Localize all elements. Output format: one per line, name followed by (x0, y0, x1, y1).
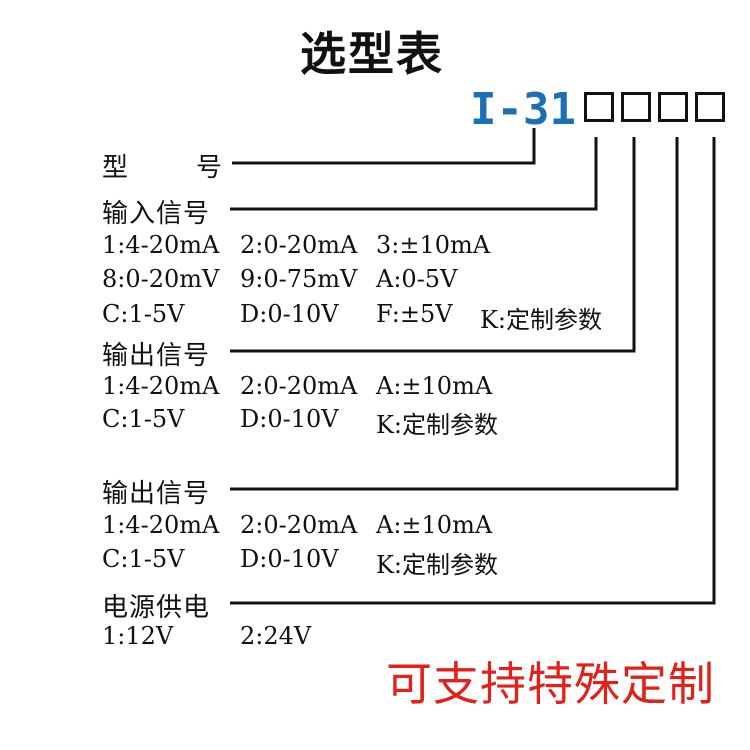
leader-line-output-1 (230, 137, 636, 353)
input-option: D:0-10V (240, 300, 339, 328)
output-signal-1-label: 输出信号 (102, 341, 211, 371)
input-option: C:1-5V (102, 300, 185, 328)
output-2-option: D:0-10V (240, 545, 339, 573)
input-option: A:0-5V (376, 265, 458, 293)
output-2-option: 1:4-20mA (102, 511, 220, 539)
input-option: 8:0-20mV (102, 265, 220, 293)
input-option: F:±5V (376, 300, 453, 328)
option-box-output-2 (658, 92, 688, 122)
page-title: 选型表 (300, 27, 444, 81)
input-signal-label: 输入信号 (102, 199, 211, 229)
output-2-option: A:±10mA (376, 511, 493, 539)
input-option: 1:4-20mA (102, 231, 220, 259)
model-label-char-2: 号 (196, 153, 224, 183)
model-label-char-1: 型 (102, 153, 130, 183)
input-option: 2:0-20mA (240, 231, 358, 259)
output-2-option: K:定制参数 (376, 551, 499, 579)
input-option: 9:0-75mV (240, 265, 358, 293)
output-1-option: 1:4-20mA (102, 372, 220, 400)
custom-support-banner: 可支持特殊定制 (386, 657, 715, 711)
leader-line-output-2 (230, 137, 679, 491)
output-1-option: K:定制参数 (376, 411, 499, 439)
input-option: K:定制参数 (480, 306, 603, 334)
option-box-output-1 (621, 92, 651, 122)
output-1-option: D:0-10V (240, 405, 339, 433)
output-signal-2-label: 输出信号 (102, 479, 211, 509)
output-1-option: C:1-5V (102, 405, 185, 433)
option-box-power (695, 92, 725, 122)
output-2-option: 2:0-20mA (240, 511, 358, 539)
power-option: 1:12V (102, 622, 174, 650)
power-option: 2:24V (240, 622, 312, 650)
output-2-option: C:1-5V (102, 545, 185, 573)
option-box-input (584, 92, 614, 122)
model-code: I-31 (470, 84, 576, 135)
output-1-option: 2:0-20mA (240, 372, 358, 400)
leader-line-power (230, 137, 716, 605)
input-option: 3:±10mA (376, 231, 491, 259)
power-supply-label: 电源供电 (102, 593, 211, 623)
leader-line-model (232, 128, 536, 165)
leader-line-input (230, 137, 598, 211)
output-1-option: A:±10mA (376, 372, 493, 400)
